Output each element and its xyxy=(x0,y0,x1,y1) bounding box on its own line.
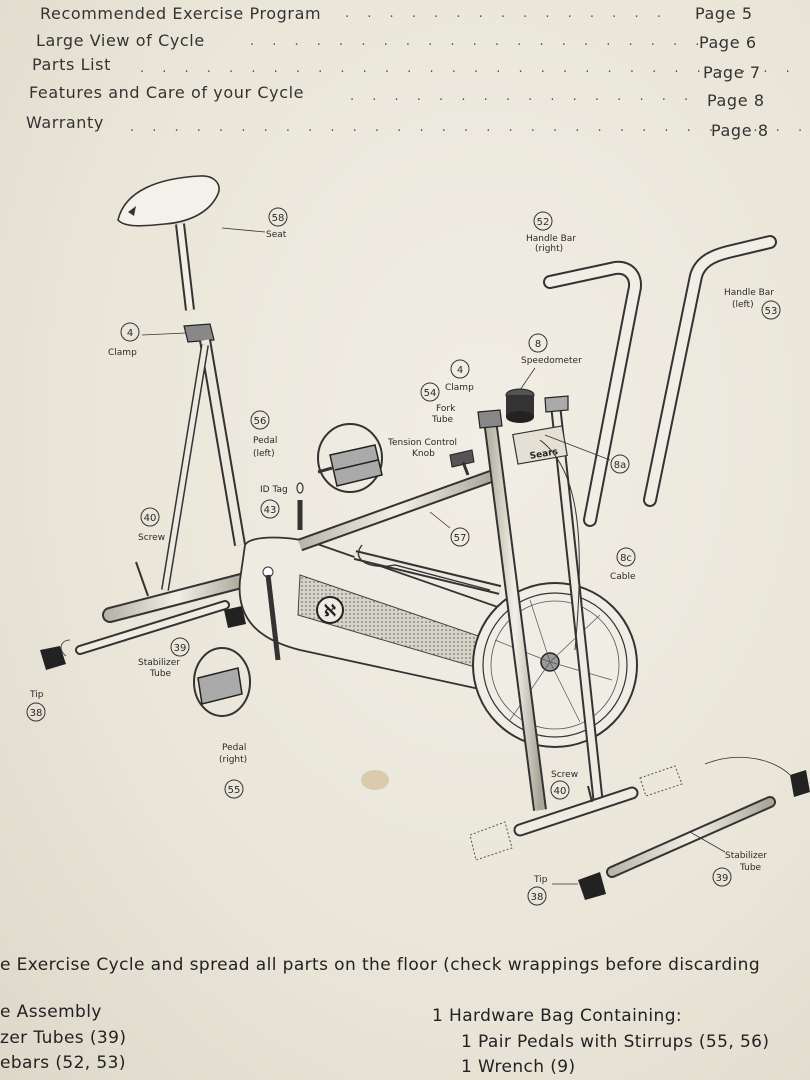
callout-number: 58 xyxy=(272,213,285,224)
callout-label: Stabilizer xyxy=(138,658,180,668)
callout-number: 38 xyxy=(30,708,43,719)
callout-number: 54 xyxy=(424,388,437,399)
toc-title: Features and Care of your Cycle xyxy=(29,83,305,102)
toc-leader-dots: . . . . . . . . . . . . . . . xyxy=(345,6,668,21)
toc-title: Large View of Cycle xyxy=(36,31,205,50)
front-base xyxy=(469,765,683,861)
callout-label: Tip xyxy=(29,690,44,700)
toc-row: Large View of Cycle . . . . . . . . . . … xyxy=(0,31,810,57)
toc-title: Recommended Exercise Program xyxy=(40,4,322,23)
crank-arm xyxy=(265,574,281,661)
handlebar-left-part xyxy=(643,235,777,507)
callout-number: 4 xyxy=(457,365,463,376)
toc-leader-dots: . . . . . . . . . . . . . . . . xyxy=(350,89,696,104)
parts-list-item: 1 Wrench (9) xyxy=(461,1057,576,1077)
toc-page: Page 8 xyxy=(711,121,769,140)
callout-label: ID Tag xyxy=(260,485,288,495)
callout-label: Tension Control xyxy=(387,438,457,448)
parts-list-item: e Assembly xyxy=(0,1002,102,1022)
handlebar-right-part xyxy=(543,260,642,527)
callout-number: 55 xyxy=(228,785,241,796)
callout-number: 43 xyxy=(264,505,277,516)
callout-label: Screw xyxy=(138,533,165,543)
callout-label: Clamp xyxy=(108,348,137,358)
callout-label: (right) xyxy=(535,244,563,254)
svg-text:ℵ: ℵ xyxy=(324,601,336,620)
toc-leader-dots: . . . . . . . . . . . . . . . . . . . . … xyxy=(140,61,797,76)
toc-row: Features and Care of your Cycle . . . . … xyxy=(0,83,810,110)
parts-list-item: 1 Hardware Bag Containing: xyxy=(432,1006,683,1026)
callout-label: (right) xyxy=(219,755,247,765)
callout-label: Pedal xyxy=(222,743,246,753)
toc-page: Page 5 xyxy=(695,4,753,23)
stain xyxy=(361,770,389,790)
callout-number: 56 xyxy=(254,416,267,427)
seat-tube-frame xyxy=(161,338,246,591)
main-frame xyxy=(297,468,502,595)
callout-label: Pedal xyxy=(253,436,277,446)
parts-list-item: ebars (52, 53) xyxy=(0,1053,126,1073)
callout-label: Screw xyxy=(551,770,578,780)
callout-label: Speedometer xyxy=(521,356,582,366)
instruction-line: e Exercise Cycle and spread all parts on… xyxy=(0,955,761,975)
callout-label: Clamp xyxy=(445,383,474,393)
fork-clamp-part xyxy=(477,409,503,429)
callout-number: 40 xyxy=(144,513,157,524)
parts-list-item: 1 Pair Pedals with Stirrups (55, 56) xyxy=(461,1032,770,1052)
callout-label: Tube xyxy=(431,415,454,425)
callout-label: Handle Bar xyxy=(724,288,774,298)
toc-page: Page 6 xyxy=(699,33,757,52)
callout-label: Tip xyxy=(533,875,548,885)
callout-number: 8c xyxy=(620,553,632,564)
seat-part xyxy=(117,175,220,311)
callout-number: 38 xyxy=(531,892,544,903)
toc-row: Parts List . . . . . . . . . . . . . . .… xyxy=(0,55,810,82)
callout-number: 40 xyxy=(554,786,567,797)
callout-label: Seat xyxy=(266,230,287,240)
callout-label: Fork xyxy=(436,404,456,414)
callout-number: 4 xyxy=(127,328,133,339)
toc-title: Warranty xyxy=(26,113,104,132)
right-stabilizer xyxy=(578,756,810,900)
callout-number: 39 xyxy=(716,873,729,884)
pedal-right-part xyxy=(193,647,251,717)
callout-number: 53 xyxy=(765,306,778,317)
callout-label: Knob xyxy=(412,449,435,459)
callout-label: Stabilizer xyxy=(725,851,767,861)
toc-row: Recommended Exercise Program . . . . . .… xyxy=(0,4,810,30)
callout-number: 8 xyxy=(535,339,541,350)
callout-label: Cable xyxy=(610,572,636,582)
callout-label: Tube xyxy=(739,863,762,873)
speedometer-part xyxy=(505,388,535,423)
callout-label: Handle Bar xyxy=(526,234,576,244)
callout-label: (left) xyxy=(732,300,754,310)
callout-number: 52 xyxy=(537,217,550,228)
tension-knob-part xyxy=(449,449,475,476)
callout-number: 57 xyxy=(454,533,467,544)
callout-label: Tube xyxy=(149,669,172,679)
pedal-left-part xyxy=(317,423,383,493)
toc-row: Warranty . . . . . . . . . . . . . . . .… xyxy=(0,113,810,140)
toc-page: Page 8 xyxy=(707,91,765,110)
callout-label: (left) xyxy=(253,449,275,459)
exercise-cycle-diagram: 58 Seat 4 Clamp 40 Screw xyxy=(26,175,810,906)
callout-number: 39 xyxy=(174,643,187,654)
toc-leader-dots: . . . . . . . . . . . . . . . . . . . . … xyxy=(250,34,729,49)
toc-leader-dots: . . . . . . . . . . . . . . . . . . . . … xyxy=(130,120,810,135)
callout-number: 8a xyxy=(614,460,627,471)
parts-list-item: zer Tubes (39) xyxy=(0,1028,127,1048)
left-stabilizer xyxy=(40,572,253,670)
clamp-part xyxy=(183,323,215,343)
toc-page: Page 7 xyxy=(703,63,761,82)
flywheel xyxy=(472,582,638,748)
toc-title: Parts List xyxy=(32,55,111,74)
